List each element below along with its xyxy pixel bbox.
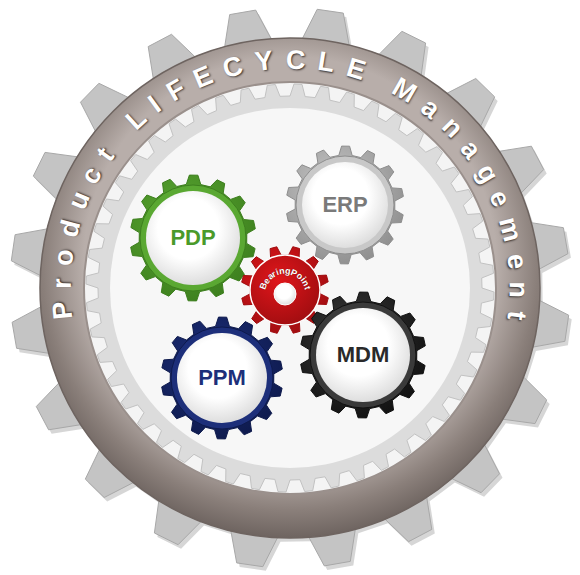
ppm-gear: PPM	[160, 316, 284, 440]
gear-hub-ring	[250, 255, 320, 325]
gear-rim	[140, 185, 246, 291]
gear-label: ERP	[322, 192, 367, 218]
mdm-gear: MDM	[299, 291, 427, 419]
gear-teeth	[301, 292, 426, 418]
gear-label: MDM	[337, 342, 390, 368]
ring-inner-edge	[84, 82, 496, 494]
gear-teeth	[287, 146, 404, 264]
gear-label-box: PPM	[160, 316, 284, 440]
gear-label-box: MDM	[299, 291, 427, 419]
pdp-gear: PDP	[129, 174, 257, 302]
gear-teeth	[162, 317, 283, 439]
gear-rim	[171, 327, 273, 429]
gear-rim	[310, 302, 416, 408]
gear-hole	[274, 283, 296, 305]
outer-ring	[40, 38, 540, 538]
inner-gear-teeth	[86, 84, 494, 492]
lifecycle-ring: Product LIFECYCLE ManagementPDPERPBearin…	[8, 6, 572, 570]
erp-gear: ERP	[285, 145, 405, 265]
inner-gear-face	[110, 108, 470, 468]
gear-label: PDP	[170, 225, 215, 251]
gear-label-box: ERP	[285, 145, 405, 265]
gear-label: PPM	[198, 365, 246, 391]
gear-rim	[296, 156, 394, 254]
gear-face	[302, 162, 388, 248]
gear-face	[316, 308, 410, 402]
gear-face	[146, 191, 240, 285]
gear-teeth	[131, 175, 256, 301]
gear-label-box: PDP	[129, 174, 257, 302]
gear-face	[177, 333, 267, 423]
outer-gear-teeth	[11, 9, 568, 566]
